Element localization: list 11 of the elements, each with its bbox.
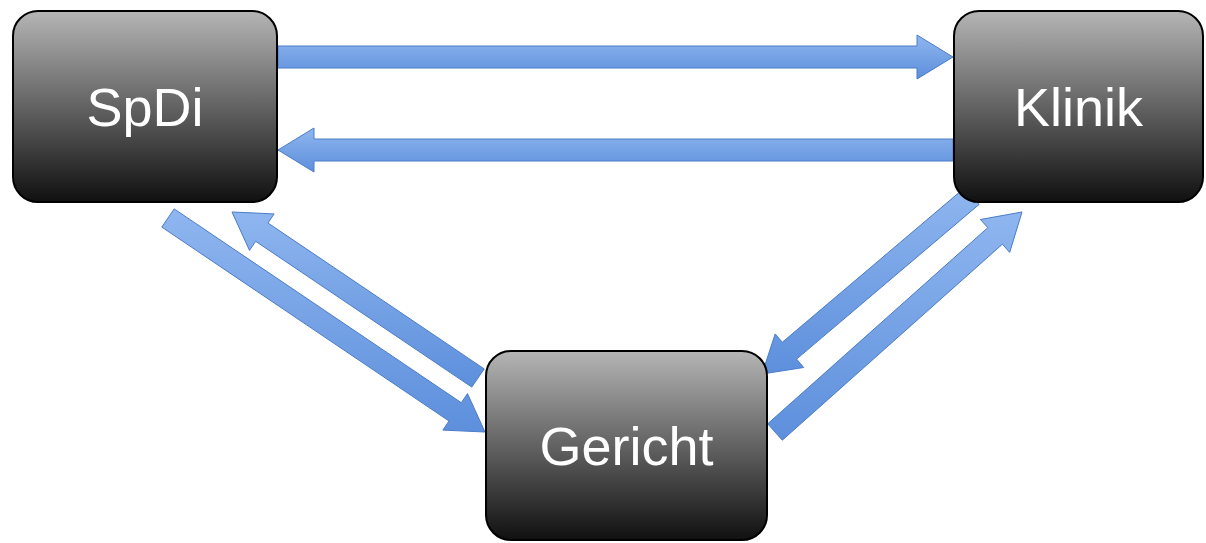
block-arrow	[767, 211, 1023, 441]
node-label: Gericht	[539, 414, 714, 477]
block-arrow	[161, 208, 486, 433]
node-label: Klinik	[1013, 75, 1143, 138]
node-label: SpDi	[86, 75, 204, 138]
block-arrow	[231, 211, 485, 388]
block-arrow	[277, 34, 954, 80]
rounded-box	[12, 10, 278, 203]
rounded-box	[953, 10, 1204, 203]
rounded-box	[485, 350, 768, 541]
block-arrow	[277, 127, 954, 173]
